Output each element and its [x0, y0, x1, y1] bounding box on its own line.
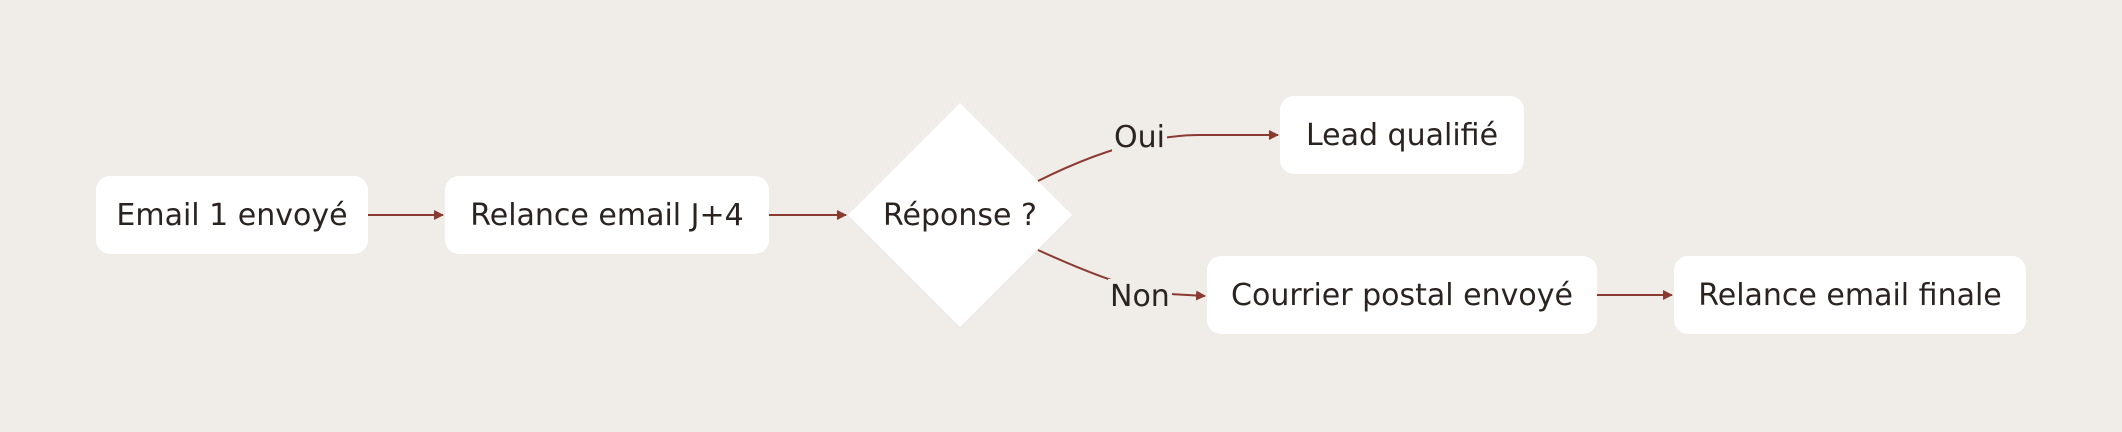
node-label: Relance email finale — [1698, 277, 2002, 313]
node-relance-email-j4: Relance email J+4 — [445, 176, 769, 254]
edge-label-non: Non — [1108, 279, 1172, 315]
node-courrier-postal: Courrier postal envoyé — [1207, 256, 1597, 334]
node-relance-email-finale: Relance email finale — [1674, 256, 2026, 334]
node-lead-qualifie: Lead qualifié — [1280, 96, 1524, 174]
edge-label-oui: Oui — [1112, 120, 1167, 156]
node-label: Email 1 envoyé — [116, 197, 348, 233]
decision-diamond — [848, 103, 1072, 327]
node-email-1-envoye: Email 1 envoyé — [96, 176, 368, 254]
node-label: Relance email J+4 — [470, 197, 744, 233]
decision-label: Réponse ? — [883, 197, 1037, 233]
node-label: Lead qualifié — [1305, 117, 1499, 153]
node-label: Courrier postal envoyé — [1231, 277, 1573, 313]
